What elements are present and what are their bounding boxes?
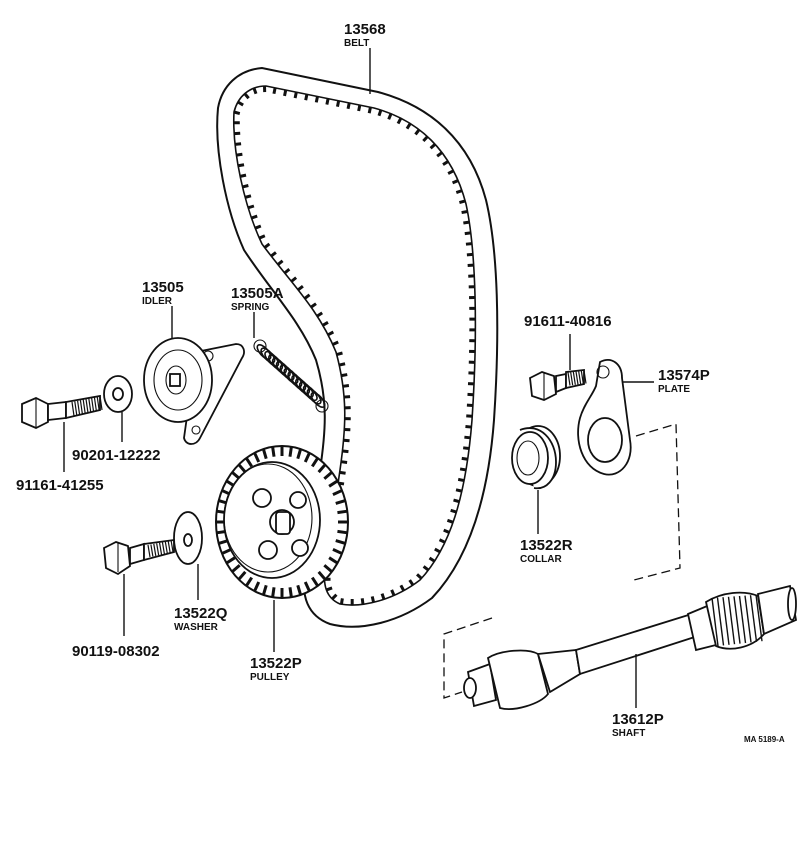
idler-washer-number: 90201-12222 [72, 447, 160, 464]
shaft-name: SHAFT [612, 728, 645, 739]
pulley-name: PULLEY [250, 672, 290, 683]
plate-bolt-number: 91611-40816 [524, 313, 612, 330]
plate-name: PLATE [658, 384, 690, 395]
collar-name: COLLAR [520, 554, 562, 565]
spring-number: 13505A [231, 285, 284, 302]
belt-name: BELT [344, 38, 369, 49]
idler-washer[interactable] [103, 375, 133, 442]
pulley-bolt[interactable] [103, 538, 177, 636]
spring[interactable] [253, 312, 329, 413]
plate[interactable] [577, 359, 654, 476]
drawing-reference: MA 5189-A [744, 735, 785, 744]
spring-name: SPRING [231, 302, 270, 313]
pulley-number: 13522P [250, 655, 302, 672]
idler-name: IDLER [142, 296, 173, 307]
timing-belt[interactable] [216, 66, 499, 628]
plate-bolt[interactable] [529, 334, 587, 401]
idler-number: 13505 [142, 279, 184, 296]
idler-assembly[interactable] [143, 306, 245, 445]
collar-number: 13522R [520, 537, 573, 554]
washer-number: 13522Q [174, 605, 228, 622]
shaft[interactable] [463, 584, 798, 710]
washer-name: WASHER [174, 622, 219, 633]
assembly-guide-line [633, 423, 681, 581]
pulley-washer[interactable] [173, 511, 203, 600]
shaft-number: 13612P [612, 711, 664, 728]
pulley-bolt-number: 90119-08302 [72, 643, 160, 660]
collar[interactable] [511, 425, 561, 534]
idler-bolt-number: 91161-41255 [16, 477, 104, 494]
belt-number: 13568 [344, 21, 386, 38]
idler-bolt[interactable] [21, 394, 103, 472]
plate-number: 13574P [658, 367, 710, 384]
pulley[interactable] [215, 445, 349, 652]
